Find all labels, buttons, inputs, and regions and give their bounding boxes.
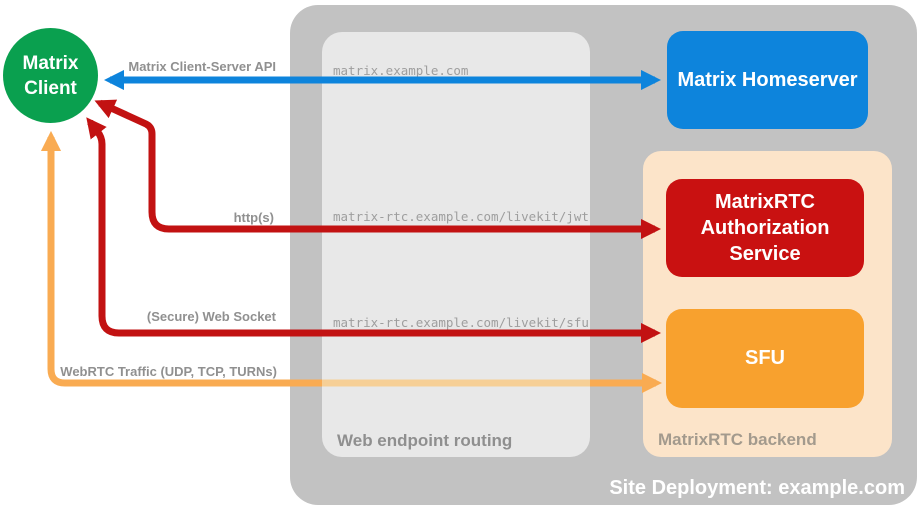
url-matrix-example: matrix.example.com bbox=[333, 63, 469, 78]
sfu-node: SFU bbox=[666, 309, 864, 408]
arrow-webrtc-client-segment bbox=[40, 130, 322, 387]
client-server-api-label: Matrix Client-Server API bbox=[128, 59, 276, 74]
websocket-label: (Secure) Web Socket bbox=[146, 309, 276, 324]
web-endpoint-routing-box: Web endpoint routing bbox=[322, 32, 590, 457]
matrixrtc-backend-label: MatrixRTC backend bbox=[658, 430, 817, 449]
url-livekit-sfu: matrix-rtc.example.com/livekit/sfu bbox=[333, 315, 589, 330]
matrix-homeserver-node: Matrix Homeserver bbox=[667, 31, 868, 129]
webrtc-traffic-label: WebRTC Traffic (UDP, TCP, TURNs) bbox=[60, 364, 277, 379]
matrix-client-node: Matrix Client bbox=[3, 28, 98, 123]
site-deployment-label: Site Deployment: example.com bbox=[609, 477, 905, 499]
web-endpoint-routing-label: Web endpoint routing bbox=[337, 431, 513, 450]
https-label: http(s) bbox=[233, 210, 274, 225]
matrixrtc-authorization-service-node: MatrixRTC Authorization Service bbox=[666, 179, 864, 277]
url-livekit-jwt: matrix-rtc.example.com/livekit/jwt bbox=[333, 209, 589, 224]
